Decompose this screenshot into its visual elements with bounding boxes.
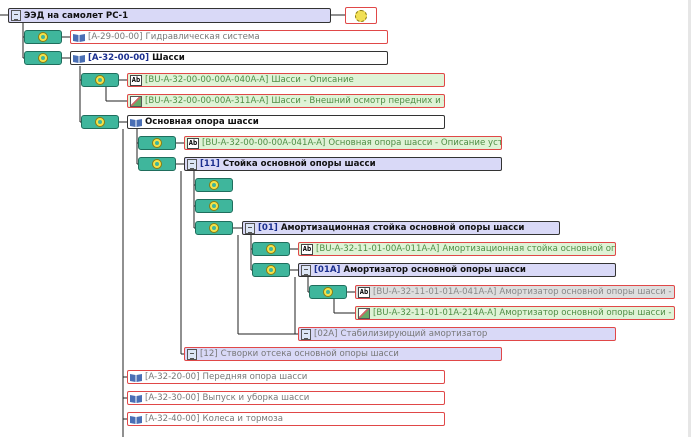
vertical-scrollbar[interactable]: [688, 0, 691, 437]
book-icon: [73, 54, 85, 63]
book-icon: [130, 394, 142, 403]
gear-icon: [209, 201, 219, 211]
root-label: ЭЭД на самолет РС-1: [24, 10, 129, 21]
action-button[interactable]: [24, 30, 62, 44]
gear-icon: [38, 53, 48, 63]
action-button[interactable]: [309, 285, 347, 299]
tree-node-dm-311a[interactable]: [BU-A-32-00-00-00A-311A-A] Шасси - Внешн…: [127, 94, 445, 108]
book-icon: [130, 118, 142, 127]
gear-icon: [209, 180, 219, 190]
ab-text-icon: Ab: [358, 286, 370, 298]
page-icon: [187, 158, 197, 170]
tree-node-dm-01a-214a[interactable]: [BU-A-32-11-01-01A-214A-A] Амортизатор о…: [355, 306, 675, 320]
tree-node-main-gear[interactable]: Основная опора шасси: [127, 115, 445, 129]
action-button[interactable]: [195, 199, 233, 213]
action-button[interactable]: [195, 178, 233, 192]
picture-icon: [358, 307, 370, 319]
tree-root-node[interactable]: ЭЭД на самолет РС-1: [8, 8, 331, 23]
tree-node-11[interactable]: [11] Стойка основной опоры шасси: [184, 157, 502, 171]
gear-icon: [95, 75, 105, 85]
ab-text-icon: Ab: [130, 74, 142, 86]
ab-text-icon: Ab: [187, 137, 199, 149]
action-button[interactable]: [138, 157, 176, 171]
page-icon: [187, 348, 197, 360]
action-button[interactable]: [252, 263, 290, 277]
gear-icon: [355, 9, 367, 22]
tree-node-01[interactable]: [01] Амортизационная стойка основной опо…: [242, 221, 560, 235]
tree-node-a32-20[interactable]: [A-32-20-00] Передняя опора шасси: [127, 370, 445, 384]
action-button[interactable]: [81, 115, 119, 129]
action-button[interactable]: [81, 73, 119, 87]
tree-node-dm-041a[interactable]: Ab [BU-A-32-00-00-00A-041A-A] Основная о…: [184, 136, 502, 150]
picture-icon: [130, 95, 142, 107]
tree-node-12[interactable]: [12] Створки отсека основной опоры шасси: [184, 347, 502, 361]
page-icon: [245, 222, 255, 234]
tree-node-a32-30[interactable]: [A-32-30-00] Выпуск и уборка шасси: [127, 391, 445, 405]
gear-icon: [95, 117, 105, 127]
book-icon: [73, 33, 85, 42]
book-icon: [130, 373, 142, 382]
action-button[interactable]: [195, 221, 233, 235]
tree-node-dm-011a[interactable]: Ab [BU-A-32-11-01-00A-011A-A] Амортизаци…: [298, 242, 616, 256]
action-button[interactable]: [24, 51, 62, 65]
page-icon: [11, 10, 21, 21]
book-icon: [130, 415, 142, 424]
action-button[interactable]: [138, 136, 176, 150]
tree-node-02a[interactable]: [02A] Стабилизирующий амортизатор: [298, 327, 616, 341]
gear-icon: [323, 287, 333, 297]
root-action-button[interactable]: [345, 7, 377, 24]
tree-node-dm-040a[interactable]: Ab [BU-A-32-00-00-00A-040A-A] Шасси - Оп…: [127, 73, 445, 87]
gear-icon: [152, 159, 162, 169]
tree-node-a29[interactable]: [A-29-00-00] Гидравлическая система: [70, 30, 388, 44]
tree-node-a32-40[interactable]: [A-32-40-00] Колеса и тормоза: [127, 412, 445, 426]
gear-icon: [266, 265, 276, 275]
tree-node-dm-01a-041a[interactable]: Ab [BU-A-32-11-01-01A-041A-A] Амортизато…: [355, 285, 675, 299]
gear-icon: [38, 32, 48, 42]
gear-icon: [209, 223, 219, 233]
tree-node-01a[interactable]: [01A] Амортизатор основной опоры шасси: [298, 263, 616, 277]
tree-node-a32[interactable]: [A-32-00-00] Шасси: [70, 51, 388, 65]
gear-icon: [266, 244, 276, 254]
page-icon: [301, 264, 311, 276]
action-button[interactable]: [252, 242, 290, 256]
gear-icon: [152, 138, 162, 148]
ab-text-icon: Ab: [301, 243, 313, 255]
page-icon: [301, 328, 311, 340]
